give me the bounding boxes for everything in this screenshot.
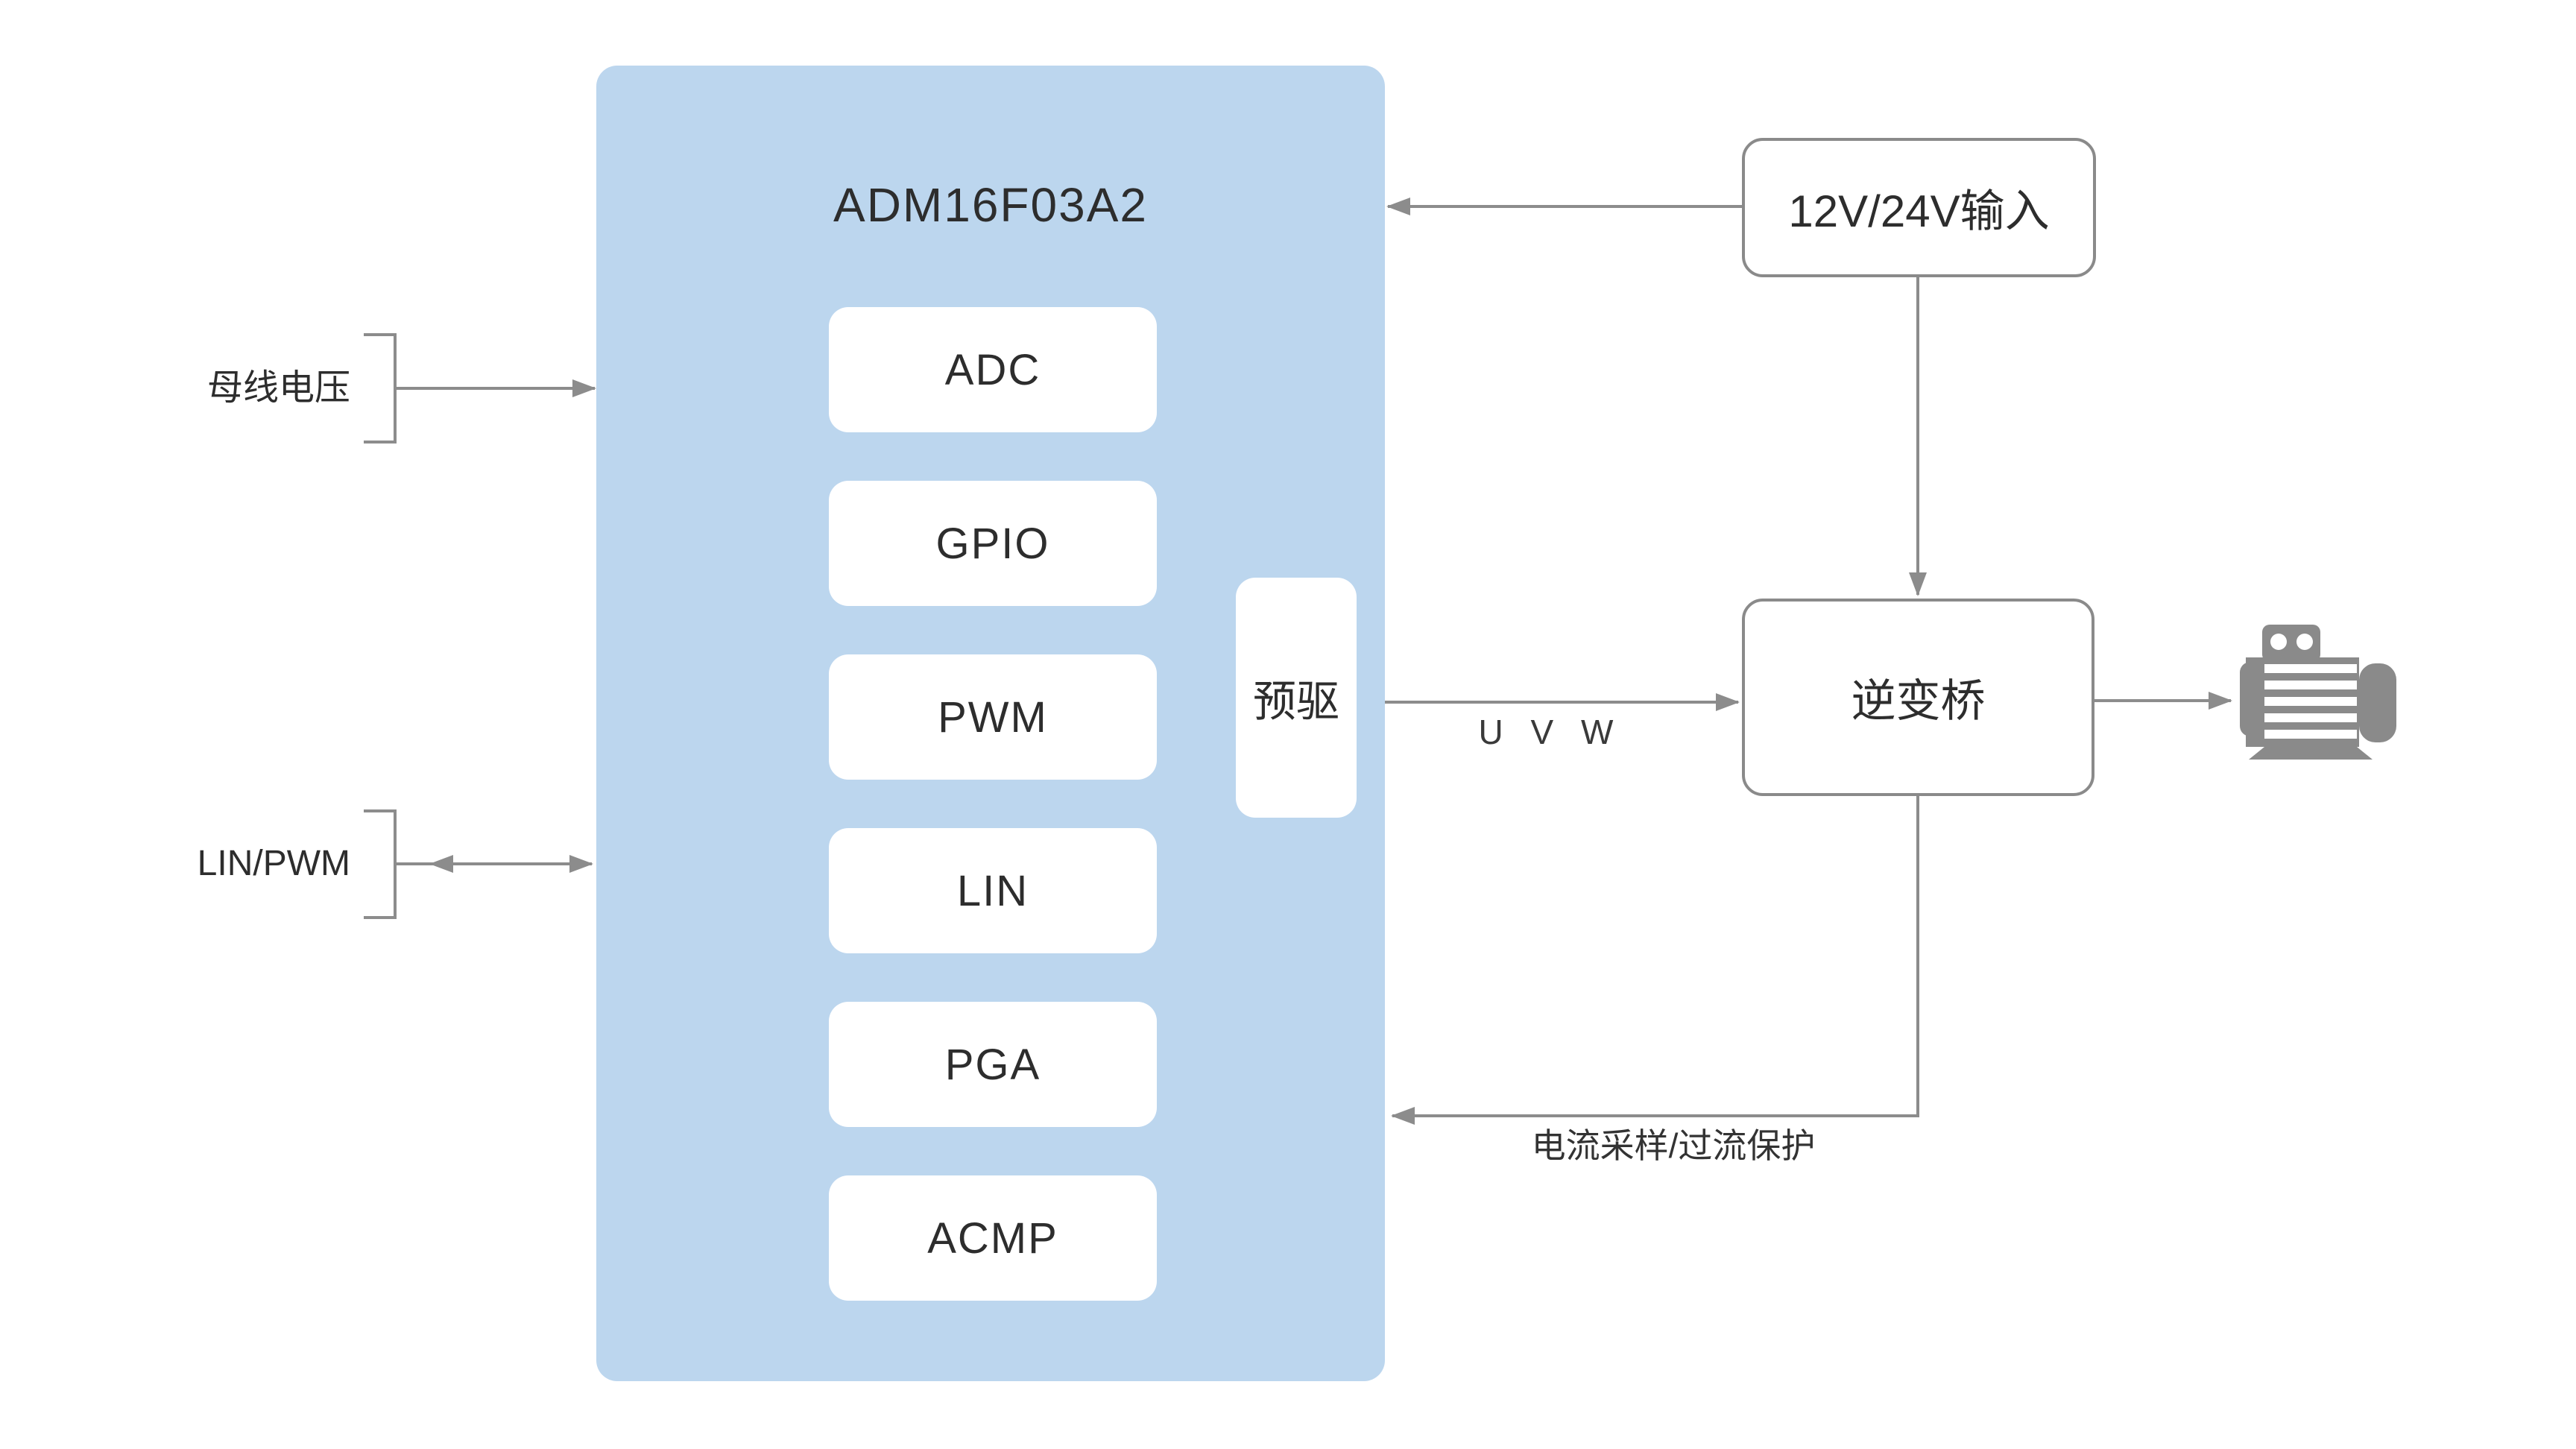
chip-block-pga: PGA (829, 1002, 1157, 1127)
chip-block-gpio: GPIO (829, 481, 1157, 606)
inverter-bridge-box: 逆变桥 (1742, 599, 2094, 796)
bus-voltage-bracket (364, 333, 397, 443)
motor-icon (2240, 625, 2396, 760)
chip-block-pwm: PWM (829, 654, 1157, 780)
uvw-label: U V W (1478, 713, 1623, 751)
chip-block-lin: LIN (829, 828, 1157, 953)
lin-pwm-label: LIN/PWM (197, 844, 350, 883)
lin-pwm-bracket (364, 809, 397, 919)
current-protect-label: 电流采样/过流保护 (1531, 1126, 1816, 1165)
current-feedback-arrow (1391, 796, 1919, 1125)
chip-title: ADM16F03A2 (833, 178, 1148, 232)
predriver-block: 预驱 (1236, 578, 1357, 818)
bus-voltage-label: 母线电压 (206, 368, 350, 408)
power-input-box: 12V/24V输入 (1742, 138, 2096, 277)
chip-block-acmp: ACMP (829, 1175, 1157, 1301)
chip-block-adc: ADC (829, 307, 1157, 432)
